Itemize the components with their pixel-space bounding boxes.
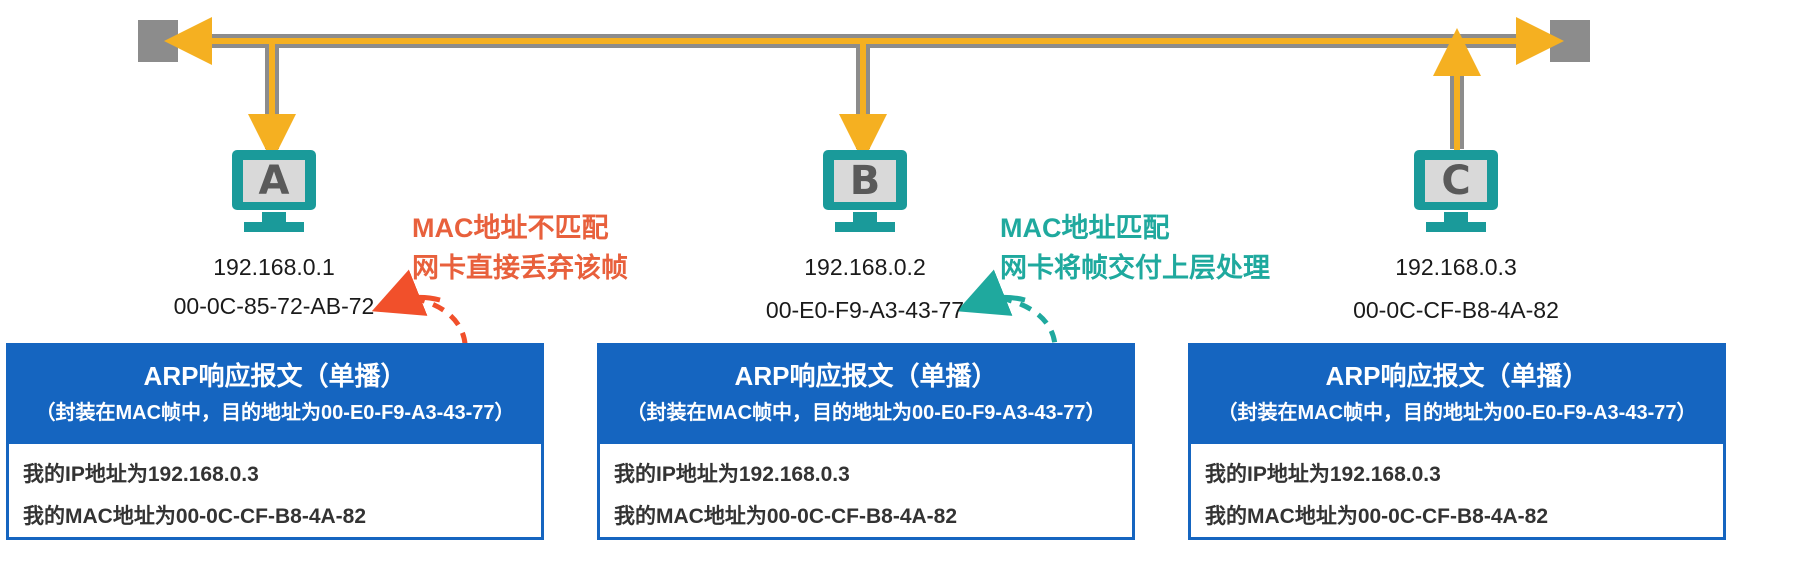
host-c-ip: 192.168.0.3 (1395, 254, 1517, 280)
arp-reply-body: 我的IP地址为192.168.0.3 我的MAC地址为00-0C-CF-B8-4… (1191, 444, 1723, 542)
arp-reply-subtitle: （封装在MAC帧中，目的地址为00-E0-F9-A3-43-77） (626, 402, 1106, 424)
monitor-c-icon: C (1414, 150, 1498, 232)
arp-reply-mac-line: 我的MAC地址为00-0C-CF-B8-4A-82 (1205, 505, 1549, 528)
arp-reply-subtitle: （封装在MAC帧中，目的地址为00-E0-F9-A3-43-77） (1217, 402, 1697, 424)
arp-reply-box-a: ARP响应报文（单播） （封装在MAC帧中，目的地址为00-E0-F9-A3-4… (6, 343, 544, 540)
match-note-line1: MAC地址匹配 (1000, 213, 1170, 243)
arp-reply-title: ARP响应报文（单播） (734, 361, 998, 391)
arp-reply-body: 我的IP地址为192.168.0.3 我的MAC地址为00-0C-CF-B8-4… (600, 444, 1132, 542)
arp-reply-header: ARP响应报文（单播） （封装在MAC帧中，目的地址为00-E0-F9-A3-4… (1191, 346, 1723, 444)
bus-terminator-left (138, 20, 178, 62)
bus-terminator-right (1550, 20, 1590, 62)
arp-reply-mac-line: 我的MAC地址为00-0C-CF-B8-4A-82 (614, 505, 958, 528)
host-a-mac: 00-0C-85-72-AB-72 (173, 293, 375, 319)
match-note-line2: 网卡将帧交付上层处理 (1000, 253, 1270, 283)
arp-reply-box-b: ARP响应报文（单播） （封装在MAC帧中，目的地址为00-E0-F9-A3-4… (597, 343, 1135, 540)
arp-reply-ip-line: 我的IP地址为192.168.0.3 (614, 463, 850, 486)
arp-reply-ip-line: 我的IP地址为192.168.0.3 (23, 463, 259, 486)
mismatch-arrowhead-to-mac (371, 269, 441, 316)
arp-reply-mac-line: 我的MAC地址为00-0C-CF-B8-4A-82 (23, 505, 367, 528)
host-a-ip: 192.168.0.1 (213, 254, 335, 280)
arp-reply-box-c: ARP响应报文（单播） （封装在MAC帧中，目的地址为00-E0-F9-A3-4… (1188, 343, 1726, 540)
drop-signals (248, 28, 1481, 162)
mismatch-note: MAC地址不匹配 网卡直接丢弃该帧 (412, 208, 628, 288)
arp-reply-header: ARP响应报文（单播） （封装在MAC帧中，目的地址为00-E0-F9-A3-4… (9, 346, 541, 444)
host-b-ip: 192.168.0.2 (804, 254, 926, 280)
match-arrowhead-to-mac (956, 269, 1026, 316)
arp-reply-subtitle: （封装在MAC帧中，目的地址为00-E0-F9-A3-43-77） (35, 402, 515, 424)
host-c-mac: 00-0C-CF-B8-4A-82 (1353, 297, 1559, 323)
arp-reply-header: ARP响应报文（单播） （封装在MAC帧中，目的地址为00-E0-F9-A3-4… (600, 346, 1132, 444)
mismatch-note-line2: 网卡直接丢弃该帧 (412, 253, 628, 283)
host-c-letter: C (1441, 158, 1470, 204)
arp-reply-ip-line: 我的IP地址为192.168.0.3 (1205, 463, 1441, 486)
monitor-b-icon: B (823, 150, 907, 232)
arp-reply-title: ARP响应报文（单播） (143, 361, 407, 391)
mismatch-note-line1: MAC地址不匹配 (412, 213, 609, 243)
host-a-letter: A (259, 158, 290, 204)
host-b-letter: B (850, 158, 881, 204)
host-b-mac: 00-E0-F9-A3-43-77 (765, 297, 965, 323)
match-note: MAC地址匹配 网卡将帧交付上层处理 (1000, 208, 1270, 288)
arp-reply-title: ARP响应报文（单播） (1325, 361, 1589, 391)
arp-reply-body: 我的IP地址为192.168.0.3 我的MAC地址为00-0C-CF-B8-4… (9, 444, 541, 542)
monitor-a-icon: A (232, 150, 316, 232)
